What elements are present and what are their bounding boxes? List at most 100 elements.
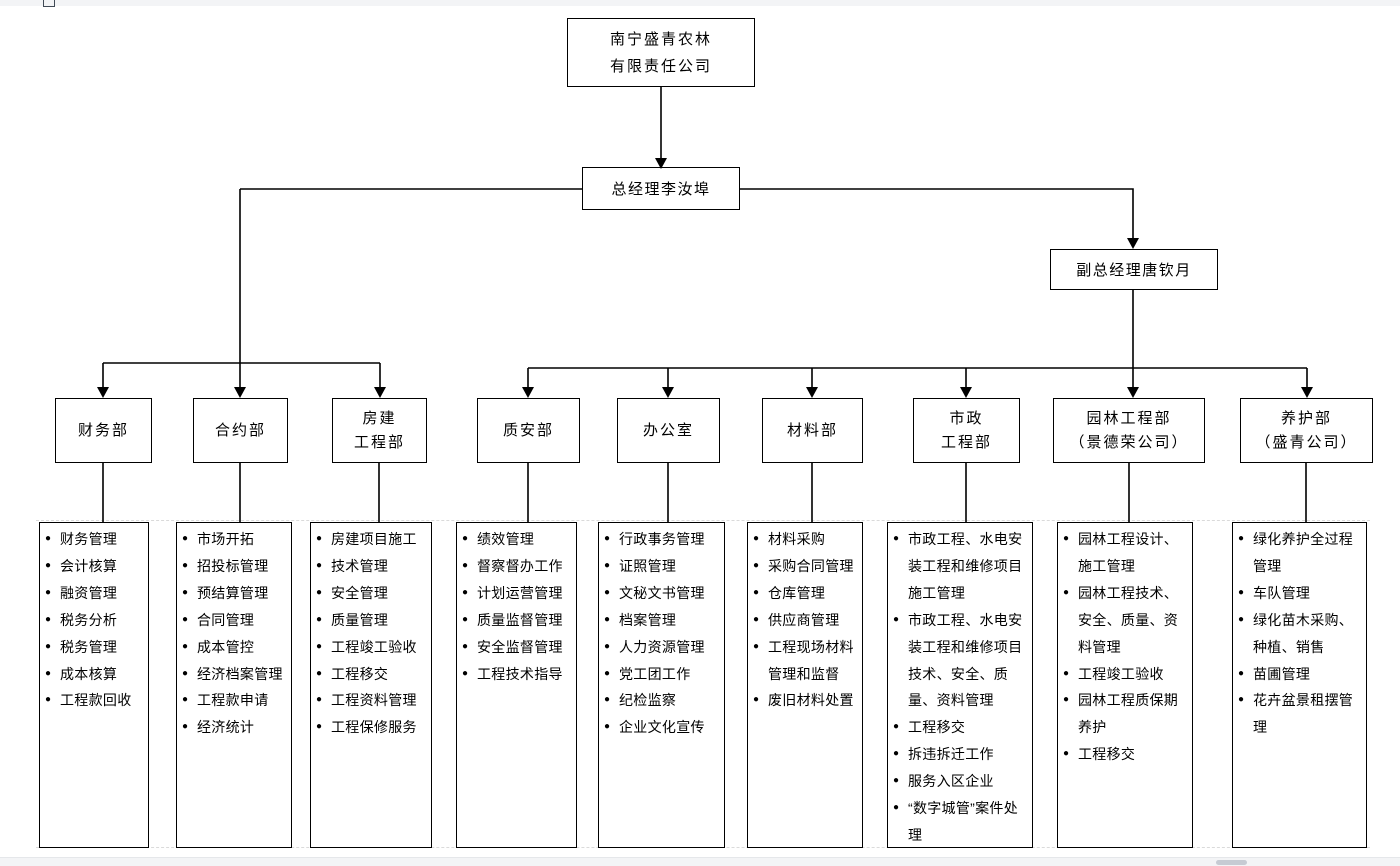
bullet-icon: ●: [462, 640, 469, 652]
duty-item: ● 行政事务管理: [604, 526, 721, 553]
bullet-icon: ●: [316, 586, 323, 598]
department-box-office[interactable]: 办公室: [617, 398, 720, 463]
duty-text: 工程现场材料管理和监督: [768, 638, 854, 682]
duty-list-landscape-engineering[interactable]: ●园林工程设计、施工管理●园林工程技术、安全、质量、资料管理●工程竣工验收●园林…: [1057, 522, 1193, 848]
duty-item: ●质量监督管理: [462, 607, 573, 634]
duty-item: ●质量管理: [316, 607, 428, 634]
duty-text: 成本管控: [197, 638, 255, 655]
duty-item: ●仓库管理: [753, 580, 859, 607]
bullet-icon: ●: [45, 586, 52, 598]
duty-item: ●督察督办工作: [462, 553, 573, 580]
bullet-icon: ●: [182, 721, 189, 733]
duty-list-office[interactable]: ●行政事务管理●证照管理●文秘文书管理●档案管理●人力资源管理●党工团工作●纪检…: [598, 522, 725, 848]
department-box-materials[interactable]: 材料部: [762, 398, 863, 463]
bullet-icon: ●: [182, 586, 189, 598]
duty-item: ●工程资料管理: [316, 687, 428, 714]
duty-text: 工程竣工验收: [331, 638, 417, 655]
department-name-line2: 工程部: [353, 433, 405, 451]
duty-text: 绿化养护全过程管理: [1253, 531, 1354, 574]
duty-item: ●融资管理: [45, 580, 145, 607]
bullet-icon: ●: [182, 559, 189, 571]
duty-list-municipal-engineering[interactable]: ●市政工程、水电安装工程和维修项目施工管理●市政工程、水电安装工程和维修项目技术…: [887, 522, 1033, 848]
department-box-housing-construction[interactable]: 房建 工程部: [332, 398, 427, 463]
duty-text: 废旧材料处置: [768, 692, 854, 709]
duty-text: 苗圃管理: [1253, 665, 1311, 682]
duty-item: ●苗圃管理: [1238, 661, 1363, 688]
duty-text: 人力资源管理: [619, 638, 705, 655]
duty-text: 采购合同管理: [768, 557, 854, 574]
duty-item: ●房建项目施工: [316, 526, 428, 553]
bullet-icon: ●: [182, 667, 189, 679]
duty-text: 工程款申请: [197, 692, 269, 709]
general-manager-box[interactable]: 总经理李汝埠: [582, 167, 740, 210]
bullet-icon: ●: [893, 775, 900, 787]
duty-text: 预结算管理: [197, 584, 269, 601]
duty-item: ●市政工程、水电安装工程和维修项目技术、安全、质量、资料管理: [893, 607, 1029, 715]
bullet-icon: ●: [604, 640, 611, 652]
bullet-icon: ●: [45, 559, 52, 571]
department-box-landscape-engineering[interactable]: 园林工程部 （景德荣公司）: [1053, 398, 1205, 463]
bullet-icon: ●: [45, 694, 52, 706]
duty-list-finance[interactable]: ●财务管理●会计核算●融资管理●税务分析●税务管理●成本核算●工程款回收: [39, 522, 149, 848]
duty-text: 工程技术指导: [477, 665, 563, 682]
duty-item: ● 采购合同管理: [753, 553, 859, 580]
duty-text: 成本核算: [60, 665, 118, 682]
duty-item: ●绿化苗木采购、种植、销售: [1238, 607, 1363, 661]
duty-item: ●合同管理: [182, 607, 288, 634]
horizontal-scrollbar-thumb[interactable]: [1216, 860, 1247, 865]
duty-item: ●工程竣工验收: [316, 634, 428, 661]
duty-text: 安全监督管理: [477, 638, 563, 655]
duty-item: ●工程移交: [1063, 741, 1189, 768]
duty-text: 合同管理: [197, 611, 255, 628]
duty-item: ●花卉盆景租摆管理: [1238, 687, 1363, 741]
duty-item: ●工程移交: [893, 714, 1029, 741]
duty-item: ●绿化养护全过程管理: [1238, 526, 1363, 580]
department-box-contracts[interactable]: 合约部: [193, 398, 288, 463]
duty-text: 安全管理: [331, 584, 389, 601]
duty-list-materials[interactable]: ●材料采购●采购合同管理●仓库管理●供应商管理●工程现场材料管理和监督●废旧材料…: [747, 522, 863, 848]
duty-list-contracts[interactable]: ●市场开拓●招投标管理●预结算管理●合同管理●成本管控●经济档案管理●工程款申请…: [176, 522, 292, 848]
duty-text: 计划运营管理: [477, 584, 563, 601]
department-name: 财务部: [77, 421, 129, 439]
duty-list-housing-construction[interactable]: ●房建项目施工●技术管理●安全管理●质量管理●工程竣工验收●工程移交●工程资料管…: [310, 522, 432, 848]
duty-text: 纪检监察: [619, 692, 677, 709]
duty-item: ●绩效管理: [462, 526, 573, 553]
deputy-general-manager-label: 副总经理唐钦月: [1076, 262, 1192, 279]
department-box-municipal-engineering[interactable]: 市政 工程部: [913, 398, 1020, 463]
duty-item: ●车队管理: [1238, 580, 1363, 607]
bullet-icon: ●: [182, 694, 189, 706]
department-box-quality-safety[interactable]: 质安部: [477, 398, 580, 463]
duty-text: 行政事务管理: [619, 531, 705, 547]
duty-item: ●供应商管理: [753, 607, 859, 634]
department-box-maintenance[interactable]: 养护部 （盛青公司）: [1240, 398, 1373, 463]
duty-item: ●纪检监察: [604, 687, 721, 714]
bullet-icon: ●: [604, 559, 611, 571]
duty-text: 市政工程、水电安装工程和维修项目技术、安全、质量、资料管理: [908, 611, 1023, 709]
duty-text: 工程款回收: [60, 692, 132, 709]
duty-item: ●工程竣工验收: [1063, 661, 1189, 688]
duty-text: 税务管理: [60, 638, 118, 655]
duty-text: 工程竣工验收: [1078, 665, 1164, 682]
bullet-icon: ●: [1238, 613, 1245, 625]
department-box-finance[interactable]: 财务部: [55, 398, 152, 463]
bullet-icon: ●: [462, 586, 469, 598]
department-name: 材料部: [786, 421, 838, 439]
duty-list-quality-safety[interactable]: ●绩效管理●督察督办工作 ● 计划运营管理 ●质量监督管理 ● 安全监督管理 ● 工程技术指导: [456, 522, 577, 848]
duty-item: ●档案管理: [604, 607, 721, 634]
deputy-general-manager-box[interactable]: 副总经理唐钦月: [1050, 249, 1218, 290]
bullet-icon: ●: [462, 533, 469, 544]
company-box[interactable]: 南宁盛青农林 有限责任公司: [567, 18, 755, 87]
bullet-icon: ●: [462, 667, 469, 679]
bullet-icon: ●: [893, 721, 900, 733]
bullet-icon: ●: [753, 559, 760, 571]
company-name-line1: 南宁盛青农林: [609, 30, 712, 48]
duty-text: 经济档案管理: [197, 665, 283, 682]
duty-text: 财务管理: [60, 531, 118, 547]
duty-list-maintenance[interactable]: ●绿化养护全过程管理●车队管理●绿化苗木采购、种植、销售●苗圃管理●花卉盆景租摆…: [1232, 522, 1367, 848]
duty-item: ●成本核算: [45, 661, 145, 688]
bullet-icon: ●: [604, 533, 611, 544]
duty-text: 税务分析: [60, 611, 118, 628]
duty-text: 房建项目施工: [331, 531, 417, 547]
duty-item: ●园林工程技术、安全、质量、资料管理: [1063, 580, 1189, 661]
department-name: 园林工程部: [1086, 409, 1172, 427]
